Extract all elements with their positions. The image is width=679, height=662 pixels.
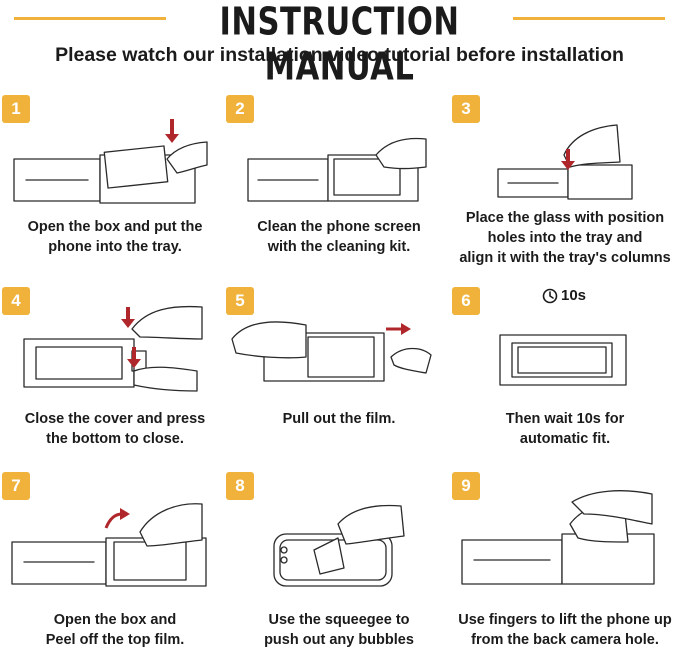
step-number-badge: 5 (226, 287, 254, 315)
step-2-caption: Clean the phone screen with the cleaning… (257, 219, 421, 255)
step-1-illustration (13, 119, 208, 204)
step-7-caption: Open the box and Peel off the top film. (45, 612, 185, 648)
step-5-illustration (231, 321, 432, 382)
step-7: 7 Open the box and Peel off the top film… (2, 472, 228, 662)
step-number-badge: 4 (2, 287, 30, 315)
step-number-badge: 6 (452, 287, 480, 315)
step-2: 2 Clean the phone screen with the cleani… (226, 95, 452, 285)
step-4-illustration (23, 305, 203, 392)
step-4-caption: Close the cover and press the bottom to … (24, 411, 206, 447)
timer: 10s (542, 287, 586, 304)
step-9-illustration (461, 490, 655, 585)
step-6-illustration (499, 334, 627, 386)
step-1: 1 Open the box and put the phone into th… (2, 95, 228, 285)
step-5-caption: Pull out the film. (282, 411, 396, 427)
step-number-badge: 2 (226, 95, 254, 123)
step-number-badge: 9 (452, 472, 480, 500)
step-3-caption: Place the glass with position holes into… (459, 210, 671, 266)
step-number-badge: 7 (2, 472, 30, 500)
step-8: 8 Use the squeegee to push out any bubbl… (226, 472, 452, 662)
step-3: 3 Place the glass with position holes in… (452, 95, 678, 285)
step-3-illustration (497, 124, 633, 200)
step-4: 4 Close the cover and press the bottom t… (2, 287, 228, 477)
title-divider-left (14, 17, 166, 20)
timer-label: 10s (561, 287, 587, 304)
step-8-caption: Use the squeegee to push out any bubbles (264, 612, 414, 648)
title-divider-right (513, 17, 665, 20)
page-title: INSTRUCTION MANUAL (219, 0, 460, 90)
step-number-badge: 3 (452, 95, 480, 123)
step-6: 6 10s Then wait 10s for automatic fit. (452, 287, 678, 477)
page-subtitle: Please watch our installation video tuto… (55, 44, 624, 66)
step-9-caption: Use fingers to lift the phone up from th… (458, 612, 672, 648)
step-7-illustration (11, 503, 207, 587)
step-5: 5 Pull out the film. (226, 287, 452, 477)
clock-icon (542, 288, 558, 304)
step-number-badge: 1 (2, 95, 30, 123)
step-1-caption: Open the box and put the phone into the … (27, 219, 203, 255)
step-8-illustration (273, 504, 405, 587)
step-6-caption: Then wait 10s for automatic fit. (505, 411, 625, 447)
header: INSTRUCTION MANUAL (0, 0, 679, 90)
step-number-badge: 8 (226, 472, 254, 500)
step-2-illustration (247, 137, 427, 202)
step-9: 9 Use fingers to lift the phone up from … (452, 472, 678, 662)
